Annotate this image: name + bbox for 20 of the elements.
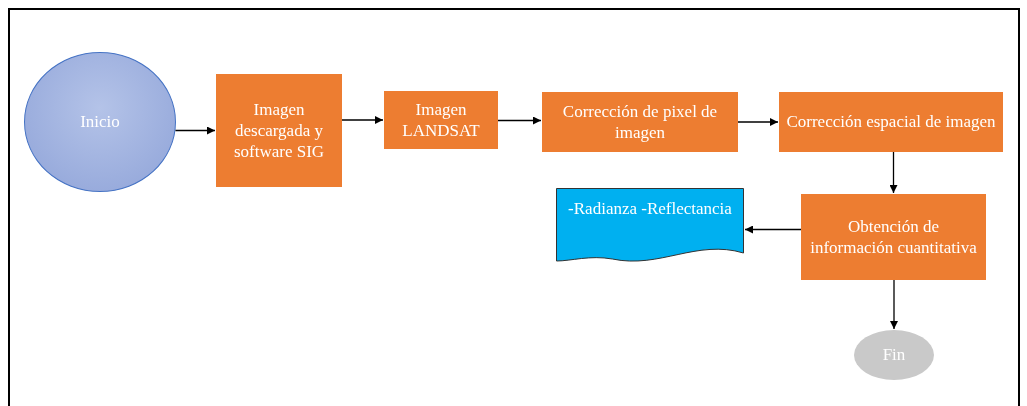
document-shape — [556, 188, 744, 265]
node-label: Imagen LANDSAT — [401, 98, 481, 142]
node-label: -Radianza -Reflectancia — [568, 198, 732, 220]
node-label: Obtención de información cuantitativa — [809, 215, 978, 259]
arrow — [341, 116, 384, 124]
node-label: Corrección de pixel de imagen — [561, 100, 719, 144]
process-box — [216, 74, 342, 187]
process-box — [801, 194, 986, 280]
arrow — [497, 116, 542, 125]
arrow — [174, 126, 216, 135]
node-label: Inicio — [80, 111, 120, 133]
arrow — [744, 225, 802, 234]
arrow — [890, 279, 898, 330]
process-box — [542, 92, 738, 152]
node-label: Corrección espacial de imagen — [786, 111, 996, 133]
arrow — [889, 151, 898, 194]
process-box — [779, 92, 1003, 152]
process-box — [384, 91, 498, 149]
arrow — [737, 118, 779, 126]
node-label: Imagen descargada y software SIG — [232, 98, 326, 163]
